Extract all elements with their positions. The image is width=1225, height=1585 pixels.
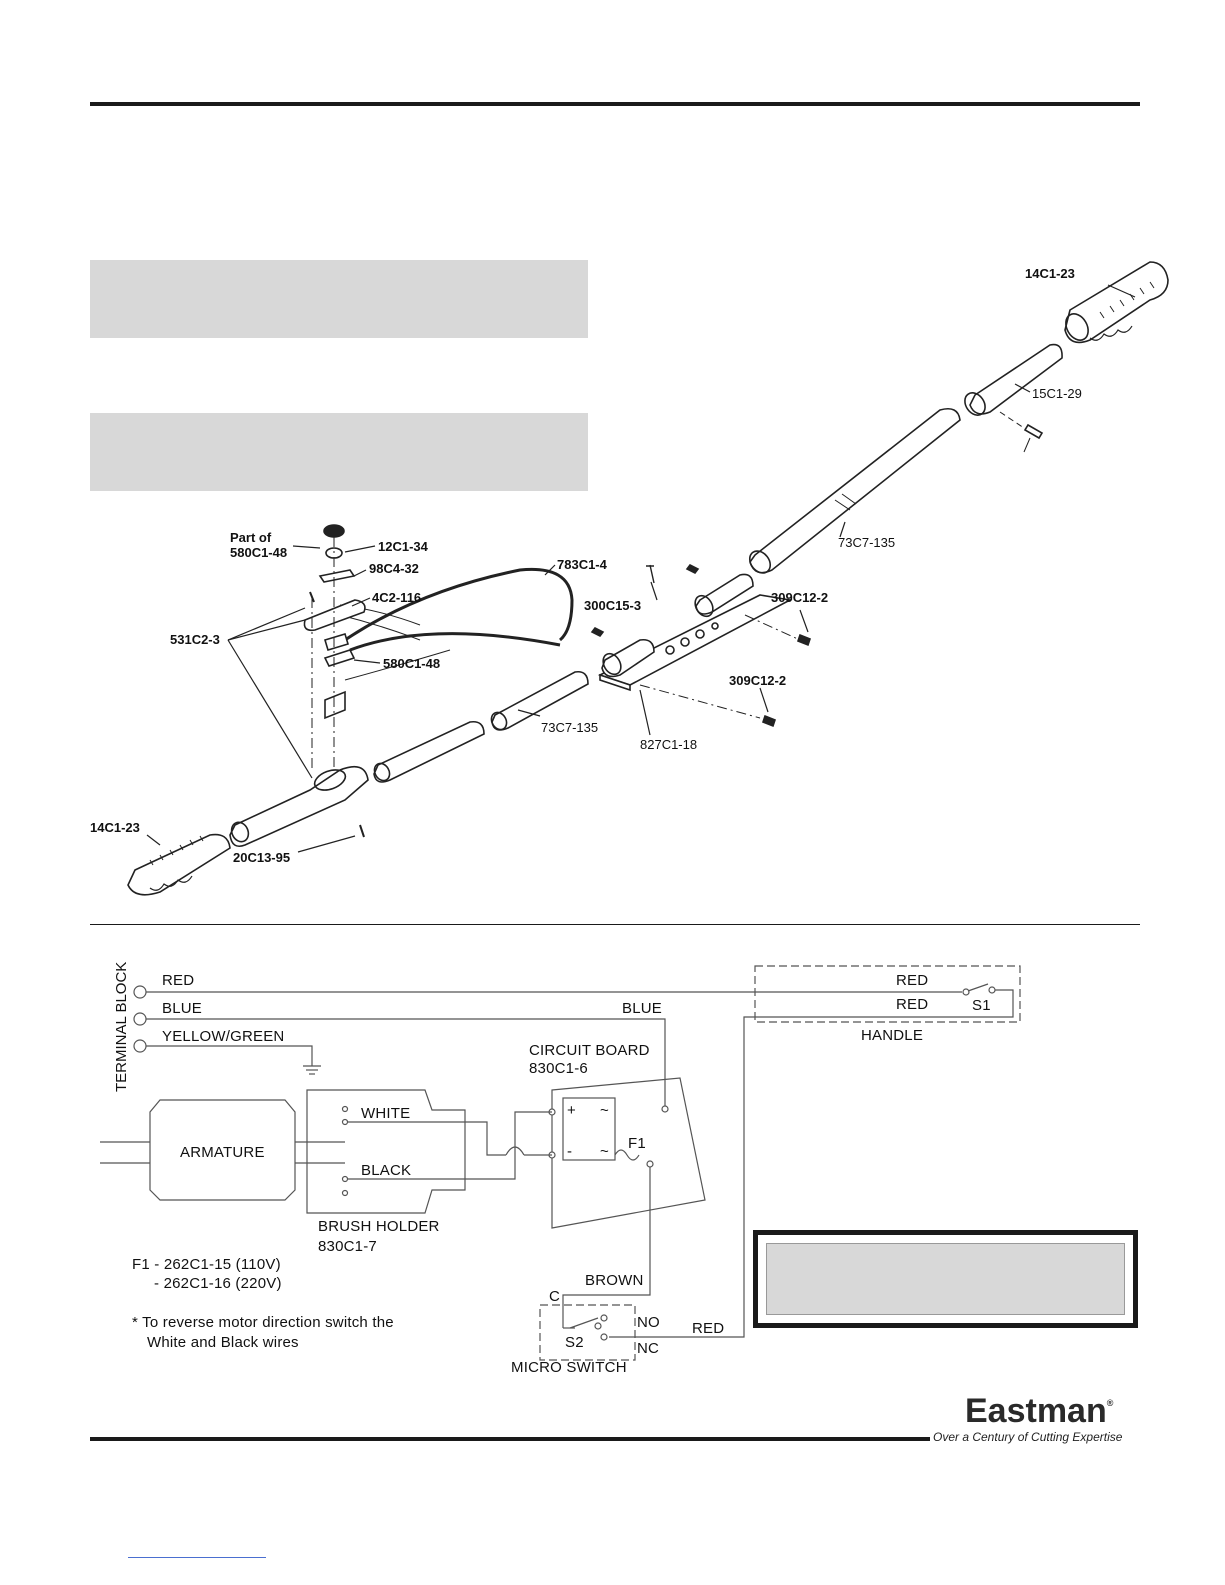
label-circuit-board-num: 830C1-6 — [529, 1060, 588, 1077]
label-handle-red-bottom: RED — [896, 996, 929, 1013]
footer-rule — [90, 1437, 930, 1441]
label-micro-switch: MICRO SWITCH — [511, 1359, 627, 1376]
tube-mid-drawing — [373, 720, 485, 783]
tube-15c1-29-drawing — [964, 343, 1063, 453]
label-screw-531: 531C2-3 — [170, 632, 220, 647]
cable-783c1-4-drawing — [339, 567, 574, 681]
label-tube-lower: 73C7-135 — [541, 720, 599, 735]
label-red-bottom: RED — [692, 1320, 725, 1337]
label-bracket: 827C1-18 — [640, 737, 698, 752]
label-brush-holder-num: 830C1-7 — [318, 1238, 377, 1255]
exploded-parts-drawing — [127, 261, 1169, 896]
label-screw-20: 20C13-95 — [233, 850, 291, 865]
brand-name: Eastman — [965, 1392, 1107, 1430]
label-part-of-num: 580C1-48 — [230, 545, 288, 560]
footer-link-underline — [128, 1557, 266, 1558]
label-white: WHITE — [361, 1105, 411, 1122]
brand-logo: Eastman® — [965, 1392, 1113, 1431]
label-wire-red: RED — [162, 972, 195, 989]
handle-body-drawing — [229, 765, 369, 848]
label-brown: BROWN — [585, 1272, 644, 1289]
label-screw-309-a: 309C12-2 — [771, 590, 829, 605]
label-handle-red-top: RED — [896, 972, 929, 989]
label-handle: HANDLE — [861, 1027, 924, 1044]
label-nut: 4C2-116 — [372, 590, 422, 605]
label-tilde-bottom: ~ — [600, 1143, 609, 1160]
note-box-inner — [766, 1243, 1125, 1315]
label-wire-blue: BLUE — [162, 1000, 202, 1017]
label-terminal-block: TERMINAL BLOCK — [113, 961, 130, 1092]
label-tilde-top: ~ — [600, 1102, 609, 1119]
label-note-line1: * To reverse motor direction switch the — [132, 1314, 394, 1331]
label-screw-309-b: 309C12-2 — [729, 673, 787, 688]
label-wire-yellow-green: YELLOW/GREEN — [162, 1028, 285, 1045]
label-part-of: Part of — [230, 530, 272, 545]
label-note-line2: White and Black wires — [147, 1334, 299, 1351]
brand-registered: ® — [1106, 1398, 1114, 1408]
switch-stack-drawing — [303, 524, 366, 838]
gray-panel-top — [90, 260, 588, 338]
label-wire-blue-right: BLUE — [622, 1000, 662, 1017]
label-circuit-board: CIRCUIT BOARD — [529, 1042, 650, 1059]
label-clip: 98C4-32 — [369, 561, 419, 576]
label-tube-15c1-29: 15C1-29 — [1032, 386, 1082, 401]
label-f1: F1 — [628, 1135, 646, 1152]
label-screw-300: 300C15-3 — [584, 598, 642, 613]
label-nc: NC — [637, 1340, 660, 1357]
gray-panel-middle — [90, 413, 588, 491]
label-s1: S1 — [972, 997, 991, 1014]
label-brush-holder: BRUSH HOLDER — [318, 1218, 440, 1235]
note-box — [753, 1230, 1138, 1328]
label-c: C — [549, 1288, 561, 1305]
label-switch-580: 580C1-48 — [383, 656, 441, 671]
brand-tagline: Over a Century of Cutting Expertise — [933, 1430, 1123, 1444]
section-divider — [90, 924, 1140, 925]
grip-top-drawing — [1064, 261, 1169, 344]
label-cable: 783C1-4 — [557, 557, 607, 572]
tube-upper-drawing — [748, 407, 961, 574]
grip-bottom-drawing — [127, 833, 231, 896]
leader-lines — [146, 284, 1136, 853]
header-rule — [90, 102, 1140, 106]
label-grip-bottom: 14C1-23 — [90, 820, 140, 835]
tube-lower-drawing — [490, 670, 589, 731]
label-fuse-line2: - 262C1-16 (220V) — [154, 1275, 282, 1292]
label-s2: S2 — [565, 1334, 584, 1351]
label-no: NO — [637, 1314, 660, 1331]
bracket-827c1-18-drawing — [590, 563, 811, 728]
label-fuse-line1: F1 - 262C1-15 (110V) — [132, 1256, 281, 1273]
label-tube-upper: 73C7-135 — [838, 535, 896, 550]
label-washer: 12C1-34 — [378, 539, 428, 554]
label-black: BLACK — [361, 1162, 412, 1179]
label-armature: ARMATURE — [180, 1144, 265, 1161]
label-minus: - — [567, 1143, 573, 1160]
label-plus: + — [567, 1102, 576, 1119]
label-grip-top: 14C1-23 — [1025, 266, 1075, 281]
